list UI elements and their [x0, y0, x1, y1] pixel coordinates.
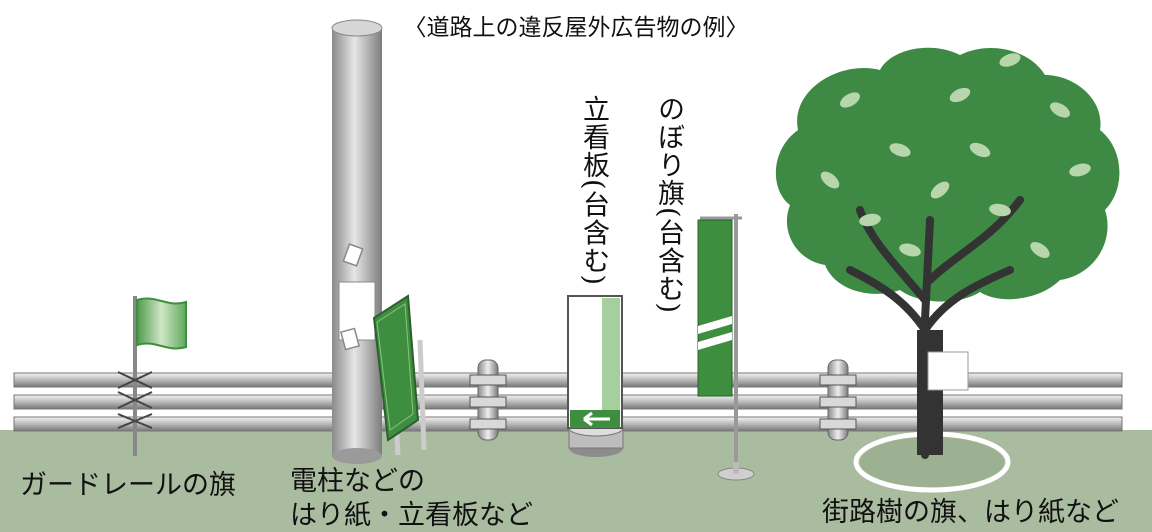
- nobori-banner: [697, 214, 755, 481]
- leaf-1: [840, 92, 860, 108]
- diagram-title: 〈道路上の違反屋外広告物の例〉: [403, 15, 749, 41]
- guardrail-post-2: [819, 359, 857, 441]
- guardrail-post-1: [469, 359, 507, 441]
- leaf-11: [1030, 242, 1050, 258]
- leaf-13: [949, 87, 971, 103]
- standing-sign-label: 立看板(台含む): [578, 95, 609, 287]
- leaf-10: [859, 213, 881, 227]
- standing-sign: [567, 295, 624, 457]
- pole-standing-sign: [372, 294, 427, 456]
- leaf-7: [820, 171, 840, 189]
- guardrail-flag-label: ガードレールの旗: [20, 470, 236, 501]
- nobori-label: のぼり旗(台含む): [653, 95, 684, 315]
- leaf-2: [889, 143, 911, 157]
- guardrail-flag-illustration: [117, 296, 187, 456]
- pole-label-line1: 電柱などの: [290, 466, 425, 497]
- leaf-5: [930, 181, 950, 199]
- leaf-12: [899, 243, 921, 257]
- pole-label-line2: はり紙・立看板など: [290, 500, 533, 531]
- leaf-9: [969, 142, 991, 158]
- utility-pole: [331, 19, 383, 464]
- leaf-8: [1069, 163, 1091, 177]
- street-tree: [775, 47, 1120, 493]
- leaf-6: [989, 203, 1011, 217]
- leaf-4: [1050, 102, 1070, 118]
- leaf-3: [999, 53, 1021, 67]
- tree-label: 街路樹の旗、はり紙など: [822, 497, 1119, 528]
- guardrail-posts: [469, 359, 857, 441]
